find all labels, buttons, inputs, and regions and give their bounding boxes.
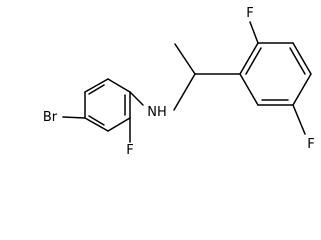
bond-n-ch: [173, 73, 196, 111]
bond-r6-r1: [239, 73, 259, 106]
bond-c1-n: [129, 91, 144, 106]
atom-label-f-left-ring: F: [126, 143, 133, 158]
bond-c2-c3: [107, 117, 131, 132]
bond-r1-r2: [239, 42, 259, 75]
double-bond-c3-c4: [88, 115, 105, 126]
bond-c5-c6: [84, 78, 109, 93]
bond-c4-br: [62, 116, 86, 119]
right-ring-bonds: [239, 42, 312, 106]
bond-c6-c1: [107, 78, 131, 93]
atom-label-nh: NH: [147, 105, 167, 120]
double-bond-c5-c6: [88, 84, 105, 95]
bond-c3-c4: [84, 117, 109, 132]
bond-r5-f: [292, 104, 306, 135]
bond-r2-f: [249, 21, 259, 44]
double-bond-r3-r4: [289, 47, 306, 75]
bond-r3-r4: [292, 42, 312, 75]
atom-label-f-right-ring-top: F: [246, 6, 253, 21]
atom-label-br: Br: [43, 110, 58, 125]
left-ring-bonds: [84, 78, 131, 132]
bond-ch-methyl: [174, 43, 196, 75]
double-bond-r1-r2: [245, 47, 262, 75]
bond-r4-r5: [292, 73, 312, 106]
chemical-structure: Br F NH F F: [43, 6, 315, 158]
atom-label-f-right-ring-bottom: F: [307, 137, 314, 152]
